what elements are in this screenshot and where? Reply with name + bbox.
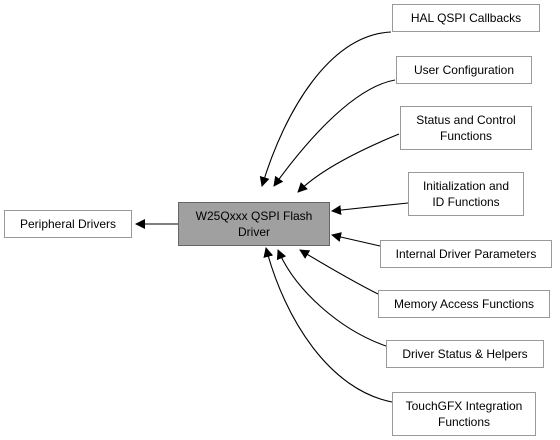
- node-label: HAL QSPI Callbacks: [410, 11, 522, 25]
- node-current-module: W25Qxxx QSPI Flash Driver: [178, 202, 330, 246]
- node-label-line-1: W25Qxxx QSPI Flash: [195, 209, 313, 223]
- edge-from-driver-status-helpers: [276, 249, 387, 347]
- node-label-line-1: TouchGFX Integration: [405, 399, 523, 413]
- node-internal-driver-parameters[interactable]: Internal Driver Parameters: [380, 240, 552, 268]
- edges: [135, 31, 409, 403]
- node-label-line-2: Driver: [238, 225, 270, 239]
- node-touchgfx-integration-functions[interactable]: TouchGFX Integration Functions: [392, 392, 536, 436]
- node-status-and-control-functions[interactable]: Status and Control Functions: [400, 106, 532, 150]
- edge-from-hal-qspi-callbacks: [259, 31, 392, 187]
- node-label: Internal Driver Parameters: [395, 247, 537, 261]
- edge-from-status-and-control-functions: [297, 133, 400, 193]
- edge-from-internal-driver-parameters: [331, 232, 381, 247]
- node-initialization-and-id-functions[interactable]: Initialization and ID Functions: [408, 172, 524, 216]
- node-label-line-2: Functions: [439, 129, 493, 143]
- node-user-configuration[interactable]: User Configuration: [396, 56, 532, 84]
- edge-from-touchgfx-integration-functions: [263, 247, 393, 403]
- node-label: Memory Access Functions: [393, 297, 535, 311]
- edge-from-initialization-and-id-functions: [331, 202, 409, 216]
- node-peripheral-drivers[interactable]: Peripheral Drivers: [4, 210, 132, 238]
- edge-from-user-configuration: [273, 79, 396, 187]
- node-hal-qspi-callbacks[interactable]: HAL QSPI Callbacks: [392, 4, 540, 32]
- node-label-line-2: ID Functions: [432, 195, 500, 209]
- node-label: Peripheral Drivers: [19, 217, 117, 231]
- node-label: Driver Status & Helpers: [402, 347, 528, 361]
- node-label-line-1: Initialization and: [422, 179, 510, 193]
- node-driver-status-helpers[interactable]: Driver Status & Helpers: [386, 340, 544, 368]
- node-memory-access-functions[interactable]: Memory Access Functions: [378, 290, 550, 318]
- edge-from-memory-access-functions: [299, 249, 379, 295]
- node-label: User Configuration: [413, 63, 515, 77]
- node-label-line-2: Functions: [437, 415, 491, 429]
- node-label-line-1: Status and Control: [416, 113, 516, 127]
